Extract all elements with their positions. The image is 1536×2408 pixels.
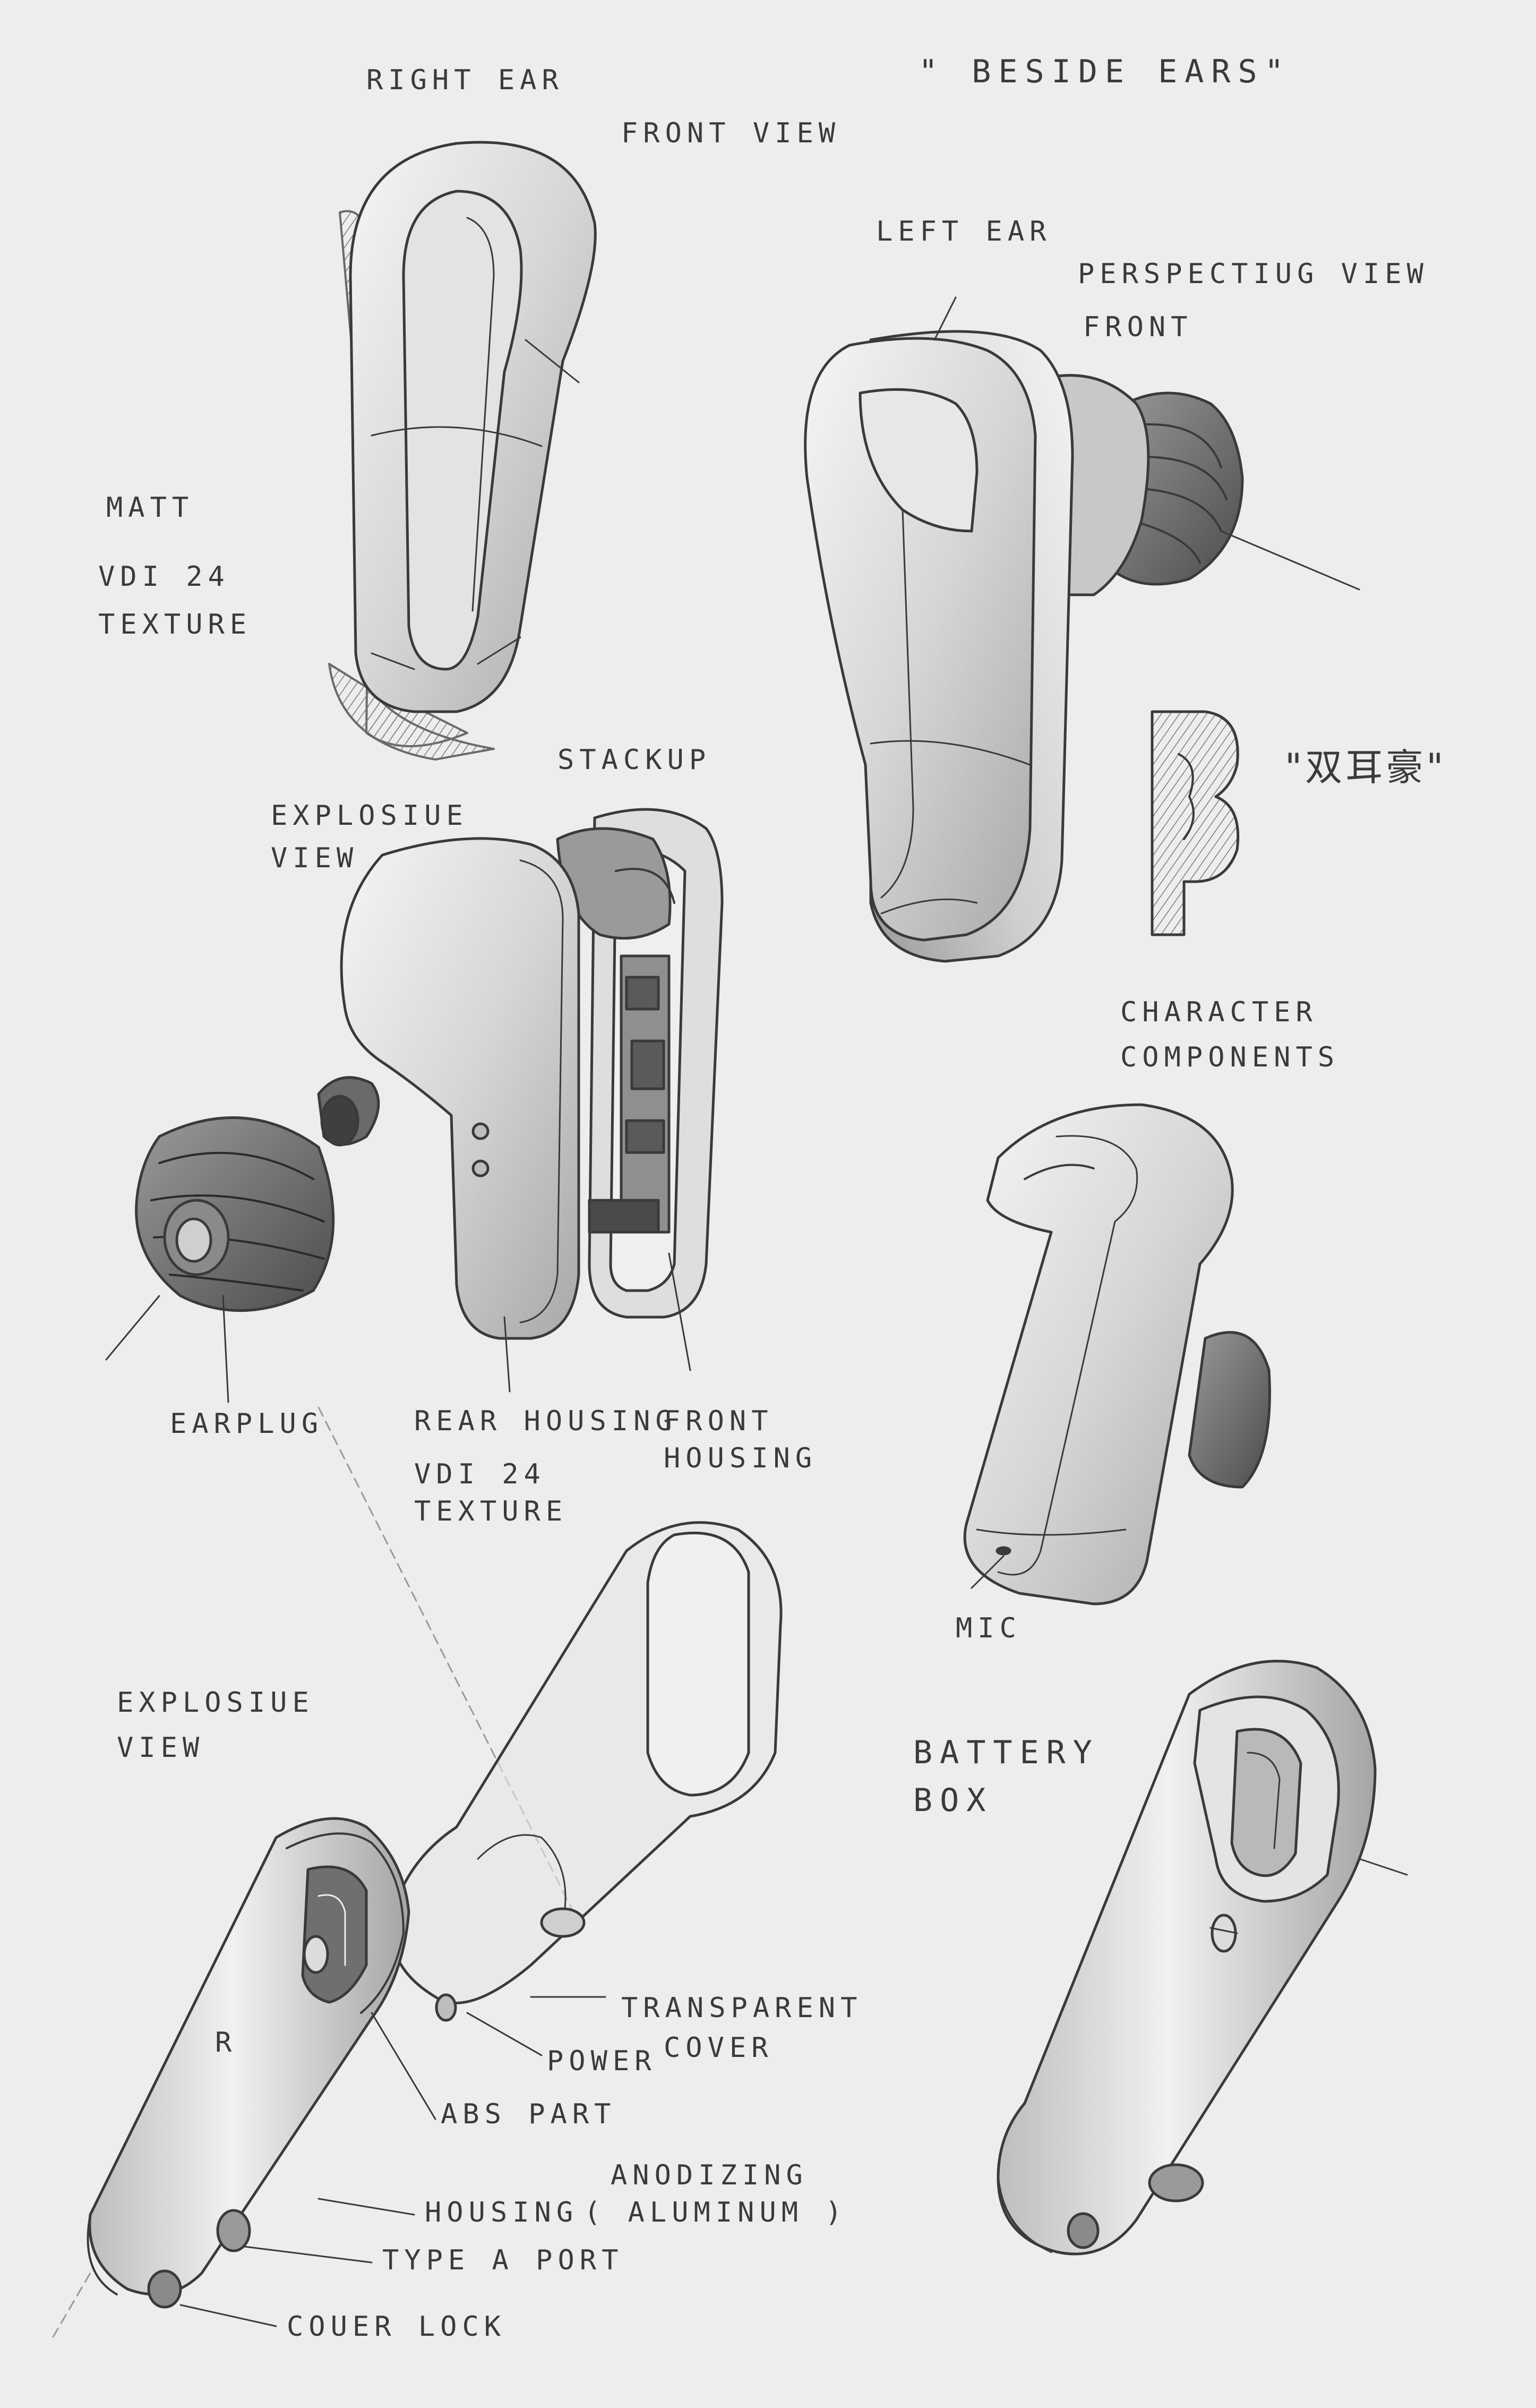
label-double-ear-cn: "双耳豪": [1285, 746, 1447, 789]
brand-logo: [1151, 710, 1240, 936]
left-ear-perspective-view: [804, 296, 1360, 963]
earbud-exploded-view: [105, 808, 724, 1403]
label-explosive-view-a-1: EXPLOSIUE: [271, 800, 468, 832]
battery-box-assembled-view: [997, 1660, 1408, 2256]
label-front-housing-1: FRONT: [664, 1405, 774, 1437]
label-transparent-cover-2: COVER: [664, 2032, 774, 2064]
label-front: FRONT: [1083, 311, 1193, 343]
label-power: POWER: [547, 2045, 657, 2077]
label-battery-box-2: BOX: [913, 1782, 993, 1819]
label-mic: MIC: [956, 1612, 1022, 1644]
label-explosive-view-b-1: EXPLOSIUE: [117, 1687, 314, 1719]
label-texture-a: TEXTURE: [98, 609, 252, 641]
label-front-view: FRONT VIEW: [621, 117, 841, 149]
label-rear-housing: REAR HOUSING: [414, 1405, 677, 1437]
label-earplug: EARPLUG: [170, 1408, 324, 1440]
label-cover-lock: COUER LOCK: [287, 2311, 507, 2343]
label-transparent-cover-1: TRANSPARENT: [621, 1992, 863, 2024]
label-anodizing-1: ANODIZING: [611, 2159, 808, 2191]
label-front-housing-2: HOUSING: [664, 1442, 818, 1474]
label-battery-box-1: BATTERY: [913, 1734, 1100, 1771]
character-components-view: [963, 1103, 1271, 1606]
label-character-components-2: COMPONENTS: [1120, 1041, 1340, 1073]
right-ear-front-view: [328, 141, 597, 761]
label-stackup: STACKUP: [557, 744, 711, 776]
label-vdi24-a: VDI 24: [98, 561, 230, 593]
label-explosive-view-b-2: VIEW: [117, 1732, 205, 1764]
label-texture-b: TEXTURE: [414, 1496, 568, 1527]
label-matt: MATT: [106, 492, 194, 524]
label-beside-ears: " BESIDE EARS": [919, 53, 1291, 90]
label-type-a-port: TYPE A PORT: [382, 2244, 624, 2276]
label-anodizing-2: ( ALUMINUM ): [584, 2197, 847, 2228]
label-perspective-view: PERSPECTIUG VIEW: [1078, 258, 1429, 290]
label-explosive-view-a-2: VIEW: [271, 842, 359, 874]
label-left-ear: LEFT EAR: [876, 216, 1052, 247]
label-abs-part: ABS PART: [441, 2098, 616, 2130]
battery-box-exploded-view: [52, 1406, 783, 2338]
label-character-components-1: CHARACTER: [1120, 996, 1318, 1028]
label-r-mark: R: [215, 2027, 237, 2059]
label-housing: HOUSING: [425, 2197, 579, 2228]
label-vdi24-b: VDI 24: [414, 1458, 546, 1490]
label-right-ear: RIGHT EAR: [366, 64, 564, 96]
